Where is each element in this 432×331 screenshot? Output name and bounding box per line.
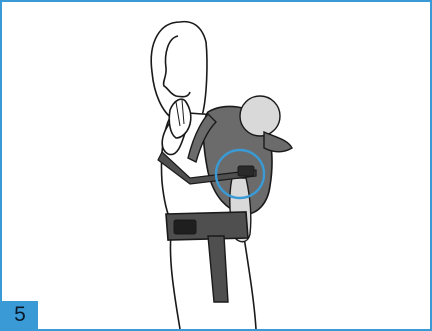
baby-carrier-illustration (2, 2, 430, 329)
strap-buckle (238, 166, 254, 176)
step-number-badge: 5 (2, 301, 38, 329)
carrier-hood (264, 132, 292, 152)
baby-head (240, 96, 280, 136)
belt-tail (208, 236, 228, 302)
waist-buckle (174, 220, 196, 234)
